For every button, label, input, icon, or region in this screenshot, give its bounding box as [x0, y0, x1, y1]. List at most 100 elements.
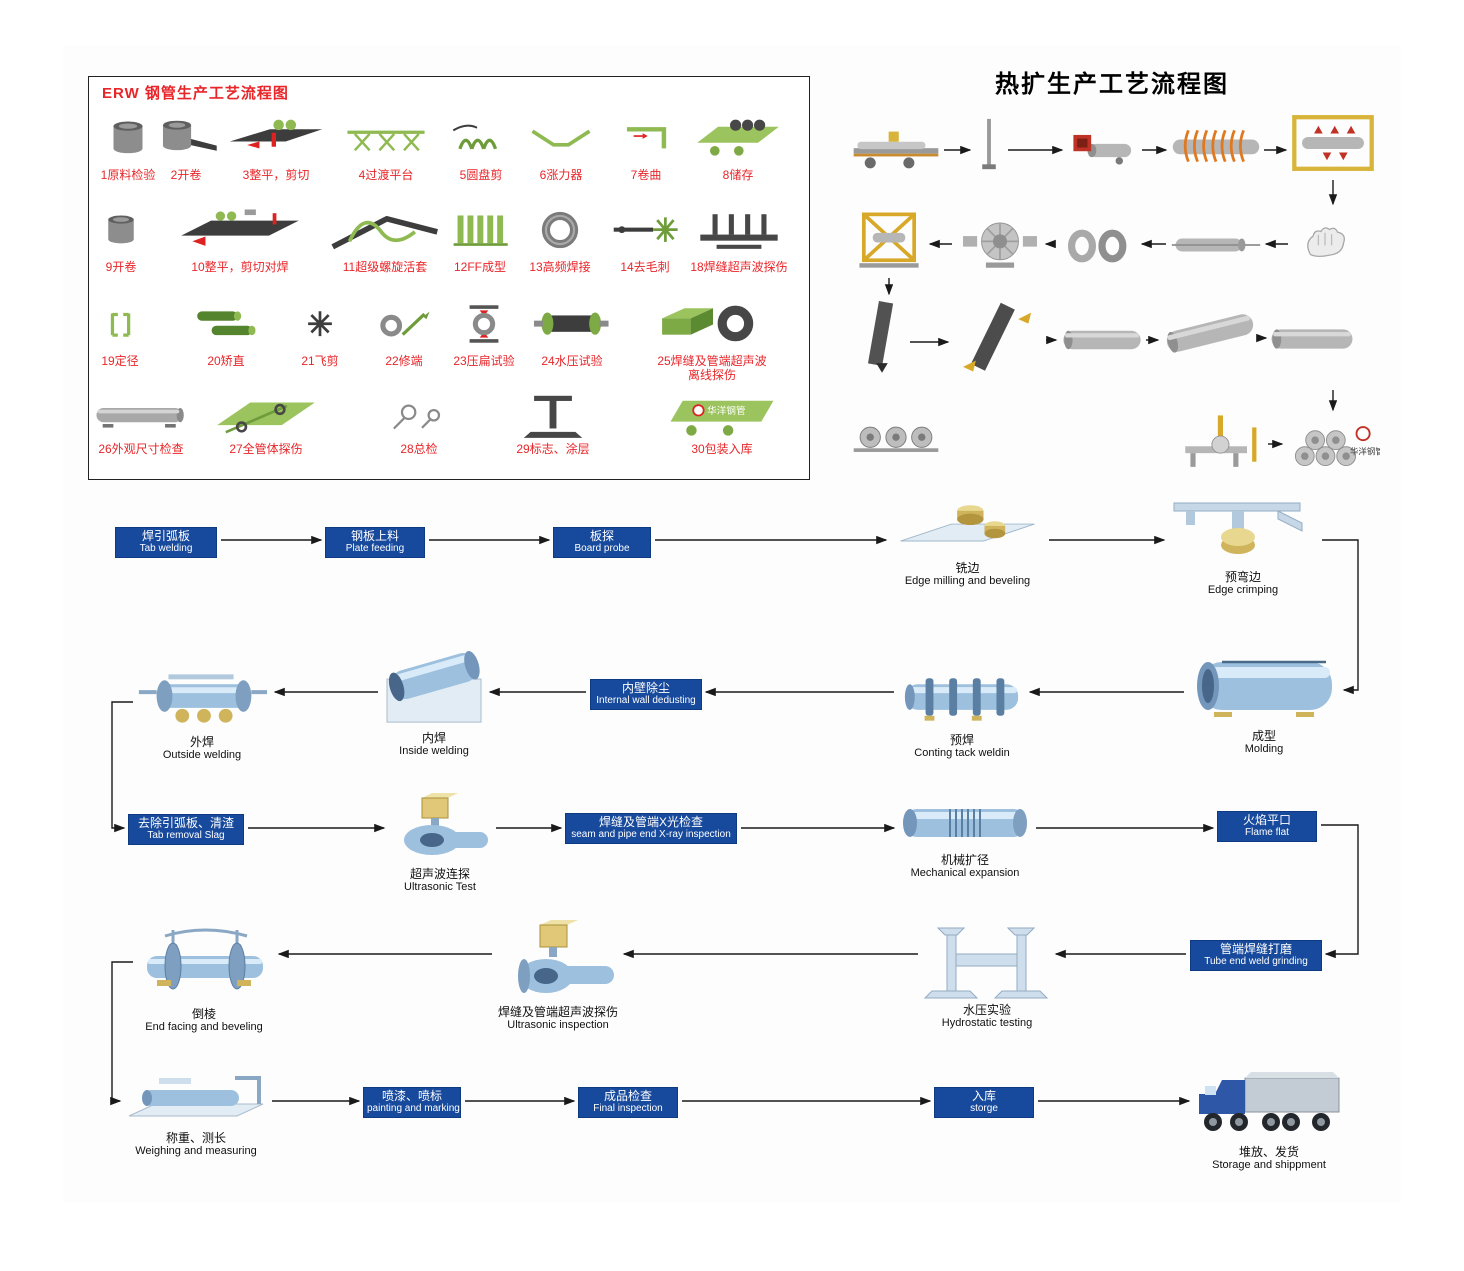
erw-step-leveling-butt-weld: 10整平，剪切对焊 [179, 202, 301, 274]
edge-milling-illustration [890, 492, 1045, 558]
erw-step-label: 3整平，剪切 [242, 168, 310, 182]
brand-name-text: 华洋钢管 [1350, 446, 1380, 456]
step-label-zh: 火焰平口 [1242, 813, 1291, 827]
pipe-loading-truck-illustration [850, 126, 942, 174]
step-label-en: Tab removal Slag [147, 830, 225, 841]
step-label-zh: 喷漆、喷标 [381, 1089, 442, 1103]
full-body-inspection-icon [210, 392, 322, 440]
erw-step-dimension-check: 26外观尺寸检查 [92, 392, 190, 456]
erw-step-tensioner: 6涨力器 [530, 110, 592, 182]
step-caption-zh: 水压实验 [962, 1003, 1011, 1017]
step-caption-zh: 机械扩径 [940, 853, 989, 867]
step-caption-zh: 内焊 [421, 731, 446, 745]
brand-name-text: 华洋钢管 [707, 405, 746, 417]
step-caption-en: Inside welding [399, 745, 469, 757]
ff-forming-icon [447, 202, 513, 258]
erw-step-full-body-inspection: 27全管体探伤 [210, 392, 322, 456]
erw-step-transition-platform: 4过渡平台 [345, 110, 427, 182]
erw-step-hf-welding: 13高频焊接 [523, 202, 597, 274]
pipe-rings-illustration [1058, 224, 1138, 268]
step-caption-en: Molding [1244, 743, 1284, 755]
leveling-shearing-icon [228, 110, 324, 166]
step-label-en: Board probe [574, 543, 630, 554]
step-caption-en: Hydrostatic testing [941, 1017, 1033, 1029]
erw-step-label: 12FF成型 [453, 260, 506, 274]
tack-welding-illustration [898, 666, 1026, 730]
hydrostatic-testing-illustration [922, 924, 1052, 1000]
packing-storage-icon: 华洋钢管 [660, 392, 784, 440]
erw-step-label: 25焊缝及管端超声波离线探伤 [657, 354, 767, 382]
erw-step-label: 20矫直 [207, 354, 245, 368]
erw-step-raw-material-coil: 1原料检验 [95, 110, 161, 182]
step-caption-en: Ultrasonic Test [404, 881, 476, 893]
final-check-icon [382, 392, 456, 440]
erw-step-label: 28总检 [400, 442, 438, 456]
heating-furnace-illustration [1066, 126, 1140, 172]
step-label-en: Flame flat [1245, 827, 1289, 838]
ultrasonic-inspection-illustration [496, 918, 620, 1002]
hf-welding-icon [523, 202, 597, 258]
erw-step-uncoiling: 2开卷 [154, 110, 218, 182]
mechanical-expansion-illustration [898, 796, 1032, 850]
step-label-en: painting and marking [367, 1103, 460, 1114]
ultrasonic-test-illustration [388, 790, 492, 864]
step-label-en: storge [970, 1103, 998, 1114]
erw-step-leveling-shearing: 3整平，剪切 [228, 110, 324, 182]
step-caption-zh: 预焊 [949, 733, 974, 747]
erw-step-straightening: 20矫直 [190, 296, 262, 368]
step-label-zh: 板探 [589, 529, 614, 543]
step-label-en: Internal wall dedusting [596, 695, 696, 706]
marking-coating-icon [510, 392, 596, 440]
erw-step-strip-storage: 8储存 [694, 110, 782, 182]
step-caption-zh: 铣边 [955, 561, 980, 575]
steel-pipe-illustration [1060, 318, 1144, 362]
erw-step-end-repair: 22修端 [372, 296, 436, 368]
manual-check-illustration [1292, 220, 1358, 268]
erw-step-label: 26外观尺寸检查 [98, 442, 184, 456]
erw-step-uncoiling-2: 9开卷 [92, 202, 150, 274]
flattening-test-icon [448, 296, 520, 352]
end-facing-illustration [133, 924, 275, 1004]
hot-expansion-unit-illustration [1290, 110, 1376, 176]
erw-step-offline-ut: 25焊缝及管端超声波离线探伤 [653, 296, 771, 382]
erw-step-weld-ut-inspection: 18焊缝超声波探伤 [680, 202, 798, 274]
step-caption-en: Weighing and measuring [135, 1145, 257, 1157]
step-caption-zh: 焊缝及管端超声波探伤 [497, 1005, 618, 1019]
erw-step-label: 21飞剪 [301, 354, 339, 368]
pipe-with-mandrel-illustration [1170, 226, 1262, 264]
step-caption-en: Ultrasonic inspection [507, 1019, 609, 1031]
step-label-zh: 焊缝及管端X光检查 [598, 815, 703, 829]
transfer-ramp-illustration [952, 298, 1044, 388]
erw-step-disc-shear: 5圆盘剪 [448, 110, 514, 182]
tensioner-icon [530, 110, 592, 166]
offline-ut-icon [653, 296, 771, 352]
step-caption-zh: 堆放、发货 [1238, 1145, 1299, 1159]
erw-step-flattening-test: 23压扁试验 [448, 296, 520, 368]
erw-step-label: 13高频焊接 [529, 260, 591, 274]
step-label-zh: 内壁除尘 [621, 681, 670, 695]
erw-step-label: 1原料检验 [100, 168, 156, 182]
curling-icon [618, 110, 674, 166]
sizing-icon [93, 296, 147, 352]
erw-step-label: 6涨力器 [539, 168, 583, 182]
strip-storage-icon [694, 110, 782, 166]
pipe-stack-branded-illustration: 华洋钢管 [1286, 416, 1380, 470]
spiral-looper-icon [328, 202, 442, 258]
weld-ut-inspection-icon [680, 202, 798, 258]
step-caption-zh: 预弯边 [1224, 570, 1261, 584]
erw-step-deburring: 14去毛刺 [611, 202, 679, 274]
erw-step-label: 7卷曲 [630, 168, 662, 182]
erw-step-label: 11超级螺旋活套 [342, 260, 428, 274]
induction-coil-illustration [1170, 122, 1262, 170]
